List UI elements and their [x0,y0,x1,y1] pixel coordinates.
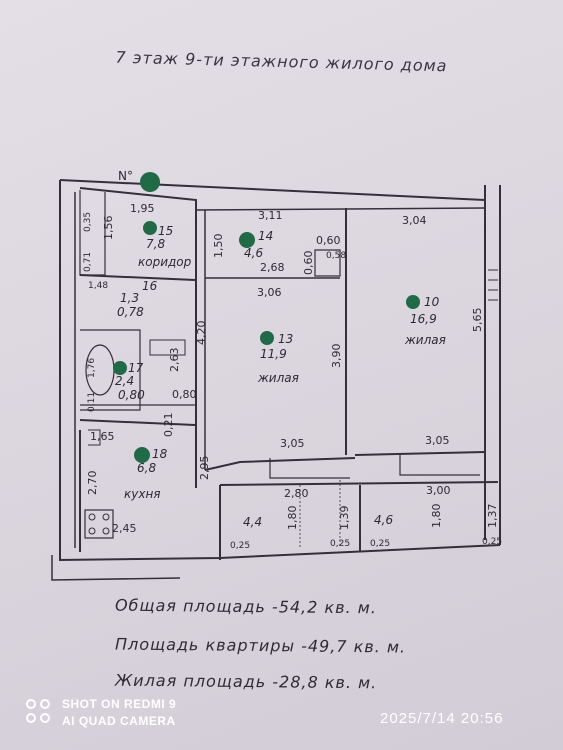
dim-1-80-b: 1,80 [430,504,443,529]
total-area: Общая площадь -54,2 кв. м. [114,595,377,618]
dim-0-25-c: 0,25 [370,539,390,549]
dim-1-76: 1,76 [87,358,97,378]
dim-0-71: 0,71 [83,252,93,272]
dim-2-68: 2,68 [260,261,285,274]
dim-0-58: 0,58 [326,251,346,261]
dim-1-65: 1,65 [90,430,115,443]
dim-0-60-a: 0,60 [316,234,341,247]
dim-3-05-b: 3,05 [425,434,450,447]
dim-3-06: 3,06 [257,286,282,299]
dim-0-25-a: 0,25 [230,541,250,551]
dim-2-63: 2,63 [168,348,181,373]
room-14-number: 14 [258,229,273,243]
marker-north [140,172,160,192]
apartment-area: Площадь квартиры -49,7 кв. м. [114,634,407,657]
room-13-area: 11,9 [260,347,287,361]
dim-0-25-b: 0,25 [330,539,350,549]
dim-0-60-b: 0,60 [302,251,315,276]
watermark-line-2: AI QUAD CAMERA [62,714,176,728]
dim-3-04: 3,04 [402,214,427,227]
dim-3-11: 3,11 [258,209,283,222]
dim-3-00: 3,00 [426,484,451,497]
room-15-area: 7,8 [146,237,165,251]
dim-0-35: 0,35 [83,212,93,232]
dim-2-80: 2,80 [284,487,309,500]
dim-0-21: 0,21 [162,413,175,438]
dim-3-90: 3,90 [330,344,343,369]
dim-2-70: 2,70 [86,471,99,496]
room-17-extra: 0,80 [118,388,145,402]
room-16-area: 1,3 [120,291,139,305]
living-area: Жилая площадь -28,8 кв. м. [114,670,378,693]
room-13-number: 13 [278,332,293,346]
room-15-label: коридор [138,255,192,269]
dim-1-39: 1,39 [338,506,351,531]
dim-1-50: 1,50 [212,234,225,259]
room-10-number: 10 [424,295,440,309]
dim-2-95: 2,95 [198,456,211,481]
watermark-line-1: SHOT ON REDMI 9 [62,697,177,711]
room-17-number: 17 [128,361,144,375]
dim-2-45: 2,45 [112,522,137,535]
dim-0-25-d: 0,25 [482,537,502,547]
timestamp: 2025/7/14 20:56 [380,710,504,727]
north-label: N° [118,169,133,183]
room-16-number: 16 [142,279,158,293]
room-17-area: 2,4 [115,374,134,388]
room-14-area: 4,6 [244,246,263,260]
room-10-area: 16,9 [410,312,437,326]
room-18-area: 6,8 [137,461,156,475]
camera-logo-icon [26,699,50,723]
room-10-label: жилая [404,333,446,347]
dim-3-05-a: 3,05 [280,437,305,450]
dim-5-65: 5,65 [471,308,484,333]
room-15-number: 15 [158,224,173,238]
dim-0-80: 0,80 [172,388,197,401]
room-18-label: кухня [124,487,161,501]
dim-1-56: 1,56 [102,216,115,241]
room-18-number: 18 [152,447,168,461]
dim-1-95: 1,95 [130,202,155,215]
dim-1-37: 1,37 [486,504,499,529]
balcony-2-area: 4,6 [374,513,393,527]
room-16-extra: 0,78 [117,305,144,319]
dim-1-80-a: 1,80 [286,506,299,531]
dim-4-20: 4,20 [195,321,208,346]
balcony-1-area: 4,4 [243,515,262,529]
room-13-label: жилая [257,371,299,385]
dim-0-11: 0,11 [87,392,97,412]
dim-1-48: 1,48 [88,281,108,291]
